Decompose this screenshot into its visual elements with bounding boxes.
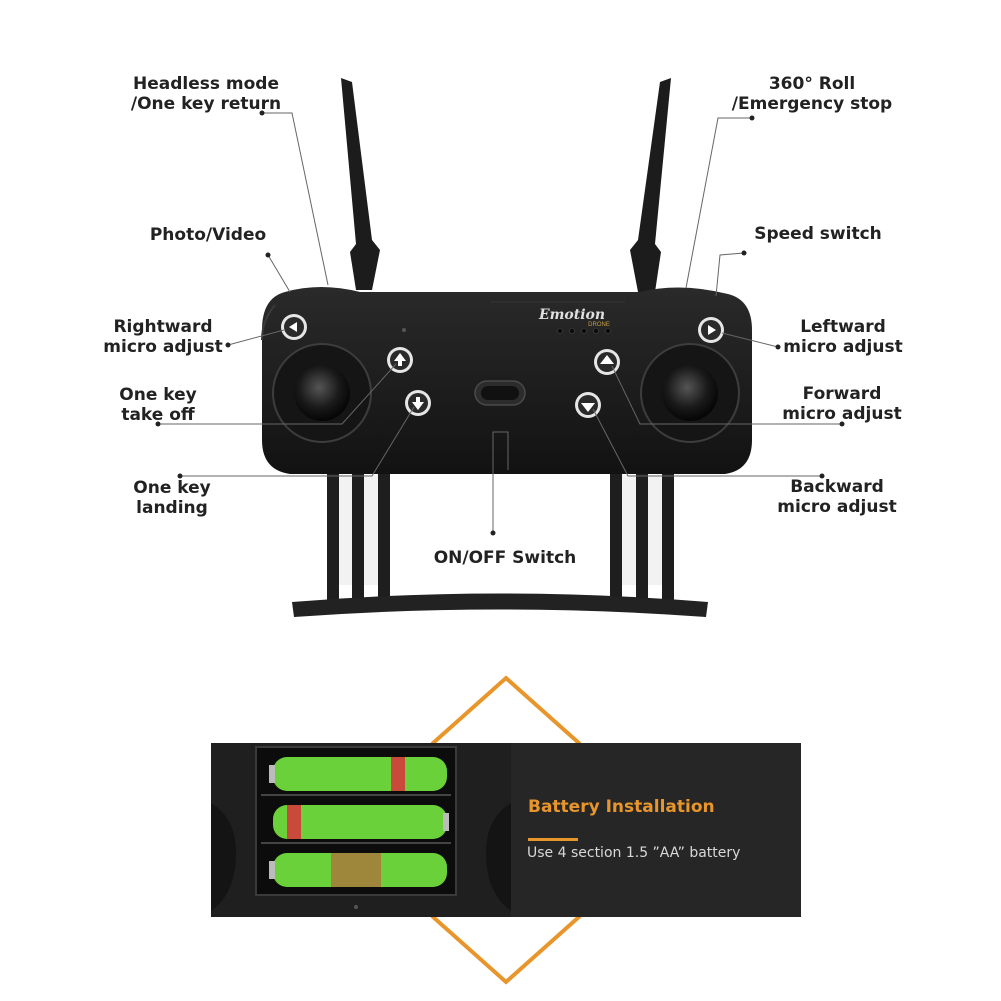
leftward-line-1: Leftward [800,317,886,337]
right-joystick[interactable] [640,343,740,443]
headless-line-1: Headless mode [132,74,279,94]
battery-3 [269,853,447,887]
roll-line-1: 360° Roll [768,74,856,94]
battery-compartment-photo [211,743,801,917]
forward-line-2: micro adjust [782,404,902,424]
speed-switch-text: Speed switch [754,224,882,244]
headless-line-2: /One key return [130,94,282,114]
power-switch[interactable] [474,380,526,406]
photo-video-text: Photo/Video [149,225,267,245]
landing-line-2: landing [136,498,208,518]
landing-label: One key landing [122,478,222,518]
leader-lines [158,112,842,533]
on-off-text: ON/OFF Switch [433,548,577,568]
take-off-line-1: One key [119,385,197,405]
left-antenna [341,78,380,290]
rightward-line-2: micro adjust [103,337,223,357]
right-antenna [630,78,671,292]
photo-video-label: Photo/Video [130,225,286,245]
take-off-label: One key take off [110,385,206,425]
backward-trim-button[interactable] [575,392,601,418]
leftward-label: Leftward micro adjust [778,317,908,357]
battery-1 [269,757,447,791]
controller-diagram: Emotion DRONE [155,78,845,617]
mic-dot [402,328,406,332]
backward-line-2: micro adjust [777,497,897,517]
left-joystick[interactable] [272,343,372,443]
stand [292,470,708,617]
battery-installation-title: Battery Installation [528,797,715,817]
indicator-leds [557,328,611,334]
backward-line-1: Backward [790,477,884,497]
forward-trim-button[interactable] [594,349,620,375]
leftward-trim-button[interactable] [698,317,724,343]
roll-line-2: /Emergency stop [731,94,893,114]
title-underline [528,838,578,841]
battery-installation-description: Use 4 section 1.5 ”AA” battery [527,845,741,861]
roll-emergency-label: 360° Roll /Emergency stop [724,74,900,114]
speed-switch-label: Speed switch [738,224,898,244]
battery-2 [273,805,449,839]
rightward-trim-button[interactable] [281,314,307,340]
leftward-line-2: micro adjust [783,337,903,357]
rightward-label: Rightward micro adjust [96,317,230,357]
rightward-line-1: Rightward [113,317,213,337]
landing-line-1: One key [133,478,211,498]
backward-label: Backward micro adjust [770,477,904,517]
leader-dots [155,110,845,536]
on-off-label: ON/OFF Switch [420,548,590,568]
take-off-line-2: take off [121,405,195,425]
landing-button[interactable] [405,390,431,416]
forward-label: Forward micro adjust [776,384,908,424]
brand-logo: Emotion [538,307,605,323]
forward-line-1: Forward [802,384,882,404]
brand-sub: DRONE [588,322,610,328]
diamond-frame [430,675,582,985]
headless-mode-label: Headless mode /One key return [118,74,294,114]
